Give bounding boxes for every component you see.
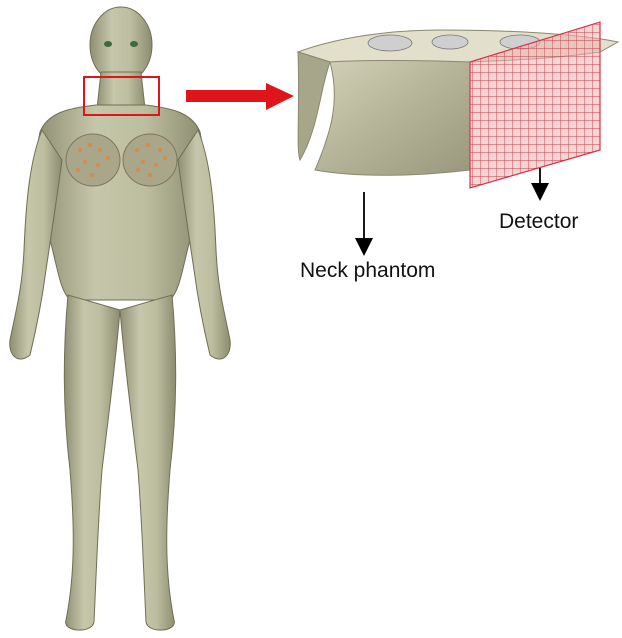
detector-label: Detector (499, 210, 578, 234)
neck-phantom-label: Neck phantom (300, 259, 435, 283)
torso (38, 105, 203, 300)
right-leg (120, 295, 176, 630)
left-leg (64, 295, 120, 630)
red-arrow (186, 83, 294, 110)
